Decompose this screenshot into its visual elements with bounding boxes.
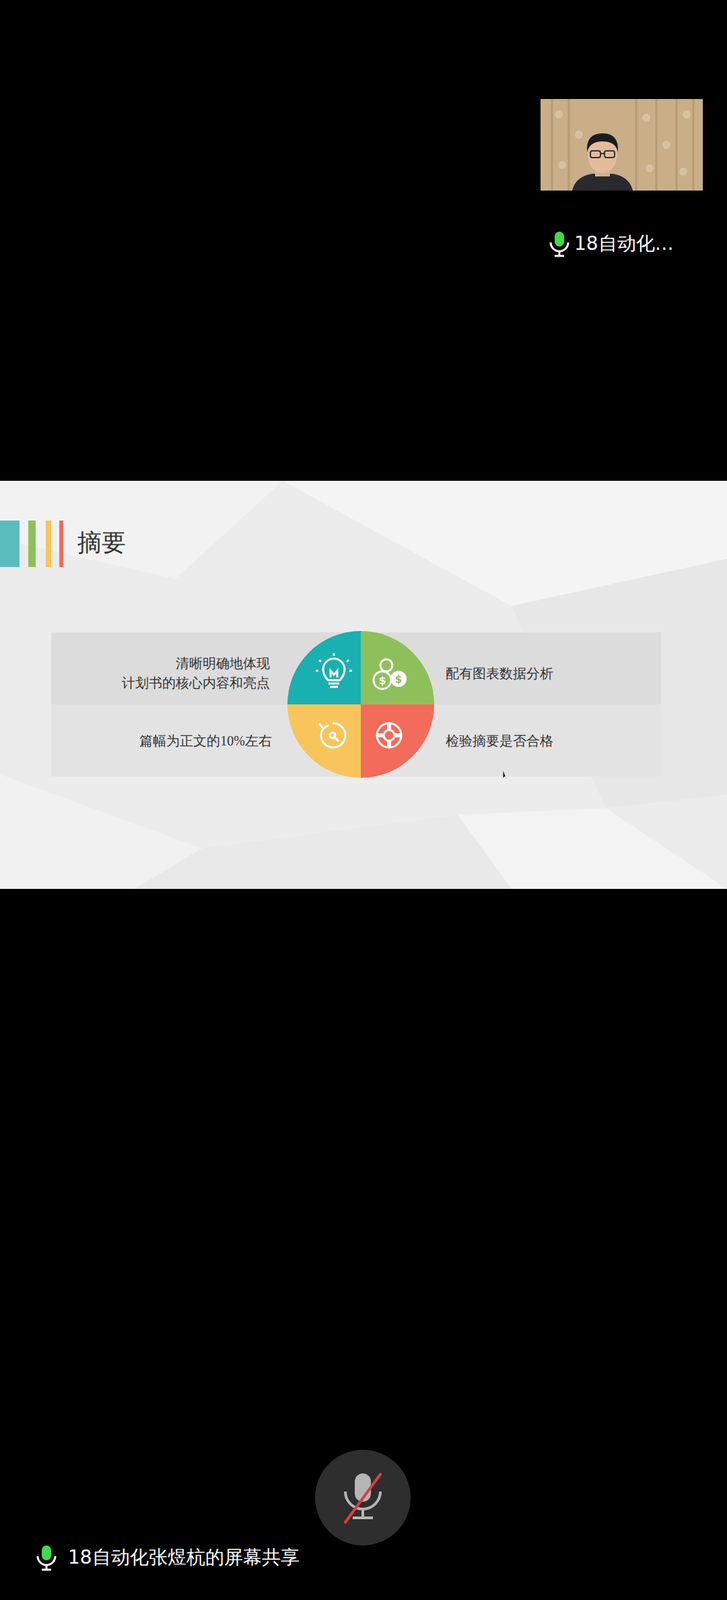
lightbulb-icon (315, 652, 353, 687)
curtain-pattern (554, 110, 691, 176)
title-color-bars (0, 520, 64, 567)
slide-facets (0, 480, 727, 889)
quadrant-teal (287, 630, 361, 705)
mouse-cursor (502, 770, 507, 780)
content-row: 清晰明确地体现 计划书的核心内容和亮点 配有图表数据分析 (51, 632, 662, 705)
slide-background (0, 480, 727, 889)
point-text: 篇幅为正文的10%左右 (90, 731, 272, 751)
svg-text:$: $ (395, 673, 402, 686)
webcam-thumbnail (540, 98, 703, 191)
point-text: 清晰明确地体现 计划书的核心内容和亮点 (88, 653, 270, 693)
quadrant-green (360, 630, 435, 705)
shared-slide: $ $ (0, 480, 727, 889)
participant-label: 18自动化… (574, 230, 674, 257)
svg-text:$: $ (378, 673, 386, 687)
quadrant-circle: $ $ (287, 630, 435, 778)
lifebuoy-icon (376, 722, 402, 748)
participant-label: 18自动化张煜杭的屏幕共享 (67, 1544, 300, 1570)
quadrant-yellow (287, 704, 361, 778)
point-text: 配有图表数据分析 (445, 663, 648, 684)
curtain-folds (551, 98, 694, 191)
slide-title: 摘要 (77, 526, 126, 560)
refresh-icon (319, 722, 346, 748)
person-glasses (590, 150, 615, 158)
quadrant-red (360, 704, 435, 778)
mic-icon (550, 231, 569, 256)
mute-button (315, 1449, 411, 1545)
mic-icon (37, 1544, 56, 1570)
person-hair (586, 133, 618, 153)
coins-icon: $ $ (373, 659, 407, 689)
point-text: 检验摘要是否合格 (445, 731, 648, 751)
content-row: 篇幅为正文的10%左右 检验摘要是否合格 (51, 704, 662, 777)
curtain-background (540, 98, 703, 191)
